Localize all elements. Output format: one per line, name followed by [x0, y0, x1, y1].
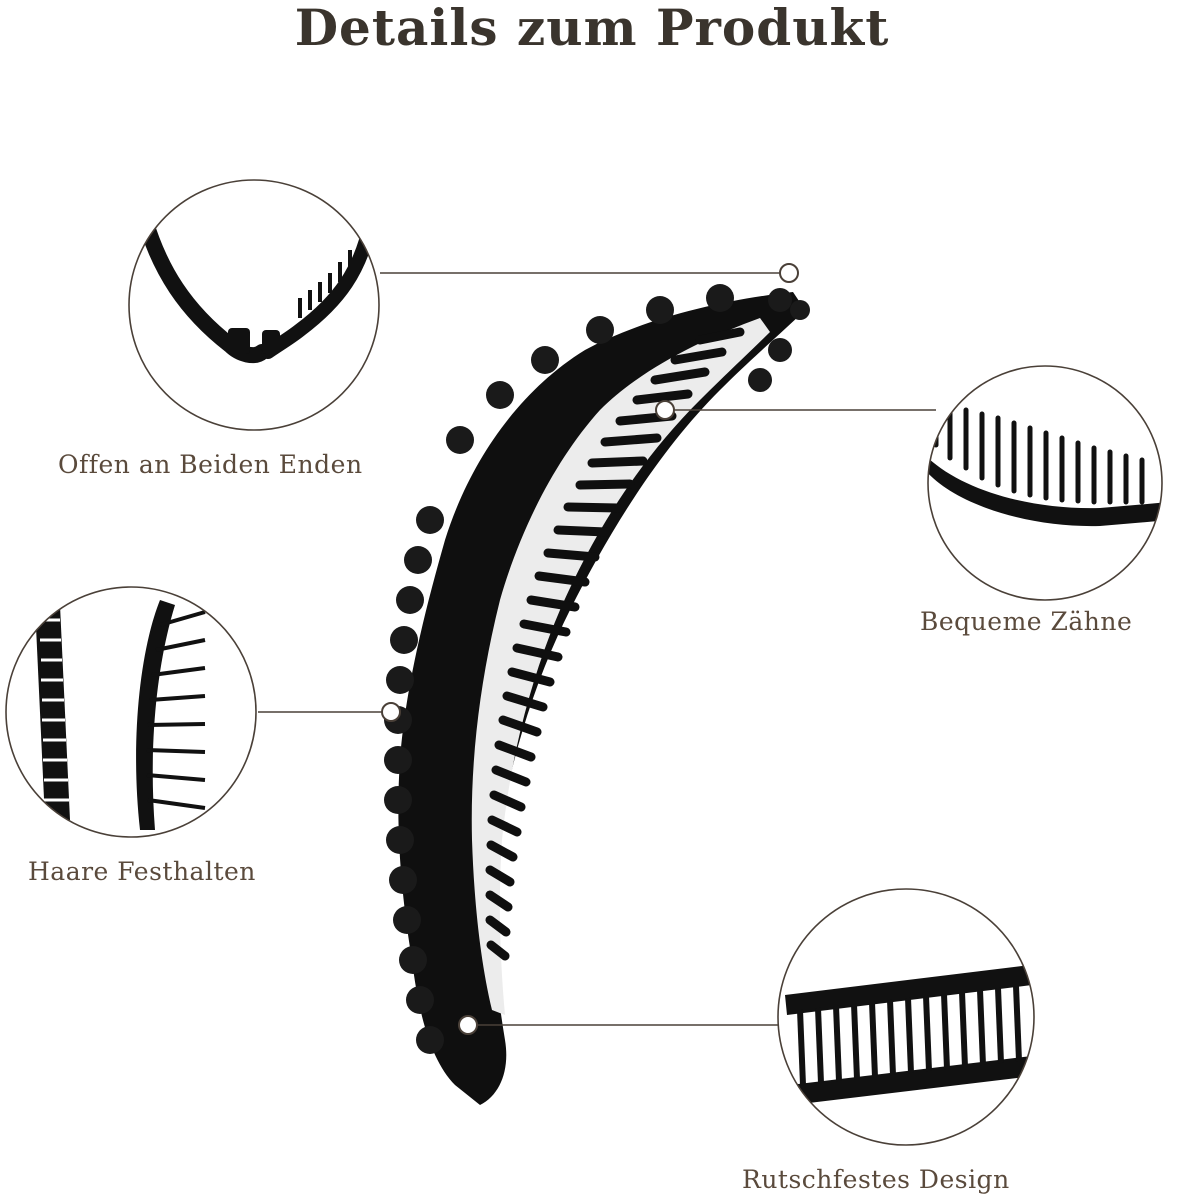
label-open-ends: Offen an Beiden Enden: [58, 450, 363, 479]
open-ends-detail: [128, 179, 380, 431]
label-non-slip-design: Rutschfestes Design: [742, 1165, 1010, 1194]
label-hair-holding: Haare Festhalten: [28, 857, 256, 886]
comb-teeth-detail: [927, 365, 1163, 601]
callout-lines: [258, 272, 936, 1026]
label-comfortable-teeth: Bequeme Zähne: [920, 607, 1133, 636]
page-title: Details zum Produkt: [294, 0, 890, 57]
hair-clip-main: [384, 284, 810, 1105]
non-slip-detail: [777, 888, 1035, 1146]
hair-holding-detail: [5, 586, 257, 838]
callout-dots: [381, 263, 799, 1035]
